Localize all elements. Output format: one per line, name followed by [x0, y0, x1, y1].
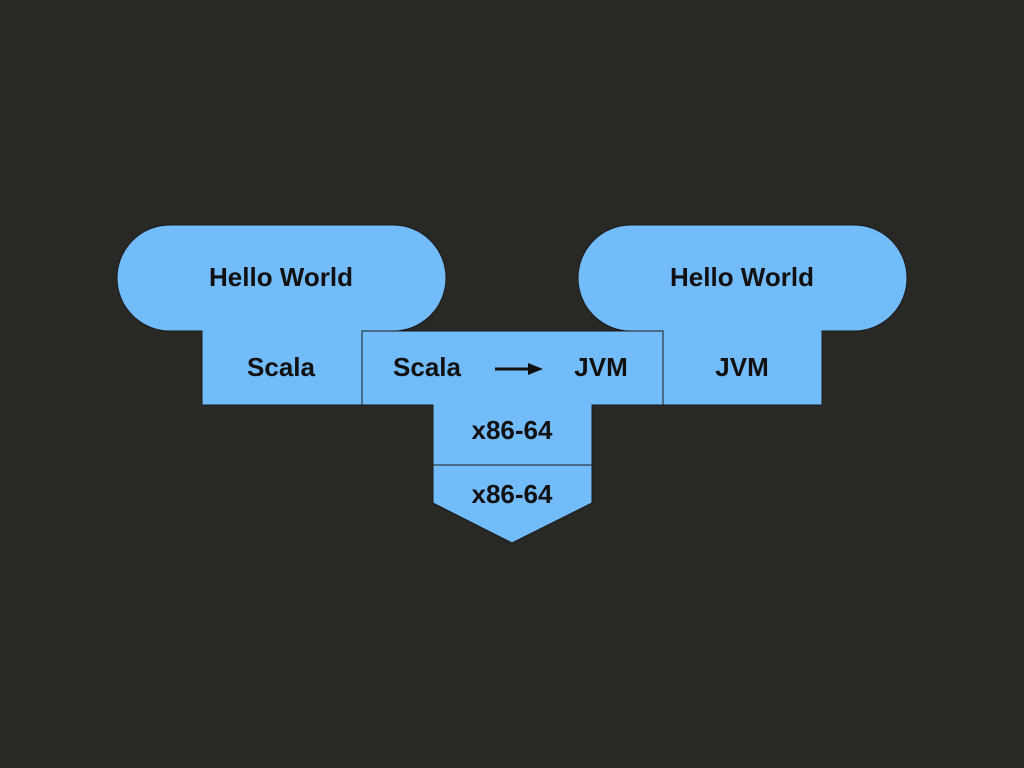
right-program-language-label: JVM [715, 352, 768, 382]
right-program-shape [577, 224, 908, 406]
compiler-block: Scala JVM x86-64 [361, 330, 664, 466]
left-program-language-label: Scala [247, 352, 315, 382]
right-program-block: Hello World JVM [577, 224, 908, 406]
machine-label: x86-64 [472, 479, 553, 509]
compiler-target-label: JVM [574, 352, 627, 382]
compiler-source-label: Scala [393, 352, 461, 382]
left-program-block: Hello World Scala [116, 224, 447, 406]
arrow-right-icon [495, 363, 543, 375]
right-program-label: Hello World [670, 262, 814, 292]
left-program-label: Hello World [209, 262, 353, 292]
machine-block: x86-64 [432, 464, 593, 544]
compiler-host-label: x86-64 [472, 415, 553, 445]
machine-shape [432, 464, 593, 544]
